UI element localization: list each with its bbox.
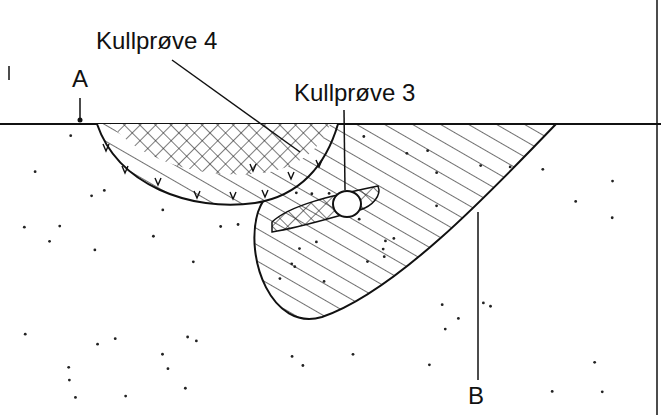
soil-dot xyxy=(124,395,127,398)
soil-dot xyxy=(441,303,444,306)
soil-dot xyxy=(96,343,99,346)
soil-dot xyxy=(301,364,304,367)
soil-dot xyxy=(611,180,614,183)
soil-dot xyxy=(152,235,155,238)
soil-dot xyxy=(195,340,198,343)
charcoal-layer xyxy=(272,186,379,232)
sample-label: Kullprøve 4 xyxy=(96,28,217,54)
soil-dot xyxy=(186,336,189,339)
soil-dot xyxy=(352,353,355,356)
soil-dot xyxy=(74,396,77,399)
soil-dot xyxy=(192,260,195,263)
soil-dot xyxy=(58,225,61,228)
soil-dot xyxy=(601,390,604,393)
soil-dot xyxy=(444,328,447,331)
v-marks xyxy=(103,144,322,199)
leader-dot xyxy=(78,118,83,123)
soil-dot xyxy=(68,379,71,382)
soil-dot xyxy=(69,134,72,137)
soil-dot xyxy=(593,361,596,364)
soil-dot xyxy=(611,216,614,219)
soil-dot xyxy=(34,170,37,173)
soil-dot xyxy=(457,317,460,320)
feature-label: A xyxy=(72,66,88,92)
leader-lines xyxy=(80,60,478,380)
soil-dot xyxy=(24,333,27,336)
soil-dot xyxy=(90,194,93,197)
soil-dot xyxy=(541,168,544,171)
soil-dot xyxy=(184,387,187,390)
sample-label: Kullprøve 3 xyxy=(294,80,415,106)
soil-dot xyxy=(103,189,106,192)
frame-line xyxy=(656,0,658,415)
soil-dot xyxy=(489,305,492,308)
soil-dot xyxy=(161,353,164,356)
soil-dot xyxy=(48,240,51,243)
soil-dot xyxy=(167,367,170,370)
feature-a xyxy=(97,124,338,205)
soil-dot xyxy=(574,200,577,203)
soil-dot xyxy=(161,209,164,212)
soil-dot xyxy=(23,226,26,229)
soil-dot xyxy=(551,390,554,393)
soil-dot xyxy=(219,225,222,228)
soil-dot xyxy=(114,337,117,340)
stray-mark xyxy=(8,66,10,80)
feature-a-fill xyxy=(90,124,350,214)
soil-dot xyxy=(93,249,96,252)
soil-dot xyxy=(428,363,431,366)
soil-dot xyxy=(291,355,294,358)
stone xyxy=(333,191,361,217)
soil-dot xyxy=(482,301,485,304)
soil-dot xyxy=(67,366,70,369)
soil-dot xyxy=(237,223,240,226)
feature-label: B xyxy=(468,383,484,409)
